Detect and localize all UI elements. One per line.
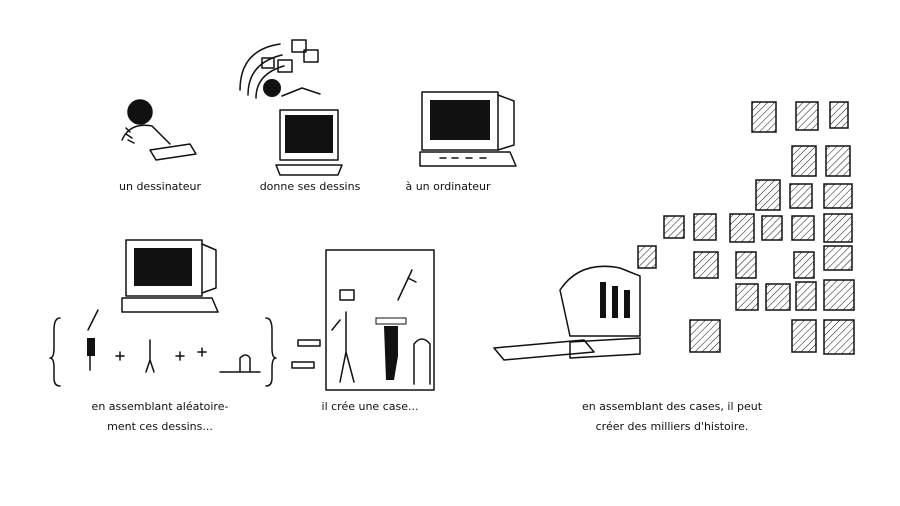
hatched-case — [823, 213, 853, 243]
hatched-case — [735, 251, 757, 279]
hatched-case — [829, 101, 849, 129]
caption-gives-drawings: donne ses dessins — [259, 180, 361, 193]
computer-illustration — [419, 91, 517, 167]
caption-assembling-line2: ment ces dessins... — [107, 420, 213, 433]
hatched-case — [823, 245, 853, 271]
hatched-case — [793, 251, 815, 279]
hatched-case — [823, 319, 855, 355]
hatched-case — [791, 215, 815, 241]
case-grid — [637, 101, 855, 355]
hatched-case — [789, 183, 813, 209]
comic-panel-illustration — [325, 249, 435, 391]
hatched-case — [823, 183, 853, 209]
hatched-case — [765, 283, 791, 311]
hatched-case — [823, 279, 855, 311]
hatched-case — [791, 319, 817, 353]
drawer-illustration — [121, 99, 197, 161]
caption-to-computer: à un ordinateur — [405, 180, 491, 193]
caption-stories-line1: en assemblant des cases, il peut — [581, 400, 763, 413]
hatched-case — [637, 245, 657, 269]
hatched-case — [693, 213, 717, 241]
caption-drawer: un dessinateur — [119, 180, 201, 193]
hatched-case — [825, 145, 851, 177]
hatched-case — [693, 251, 719, 279]
computer-assembling-illustration — [49, 239, 321, 387]
giving-drawings-illustration — [239, 39, 343, 176]
caption-assembling-line1: en assemblant aléatoire- — [91, 400, 229, 413]
caption-creates-case: il crée une case... — [321, 400, 419, 413]
hatched-case — [751, 101, 777, 133]
computer-with-cases-illustration — [493, 265, 641, 361]
hatched-case — [755, 179, 781, 211]
hatched-case — [761, 215, 783, 241]
hatched-case — [735, 283, 759, 311]
hatched-case — [689, 319, 721, 353]
hatched-case — [795, 101, 819, 131]
hatched-case — [729, 213, 755, 243]
hatched-case — [663, 215, 685, 239]
hatched-case — [791, 145, 817, 177]
hatched-case — [795, 281, 817, 311]
caption-stories-line2: créer des milliers d'histoire. — [595, 420, 749, 433]
